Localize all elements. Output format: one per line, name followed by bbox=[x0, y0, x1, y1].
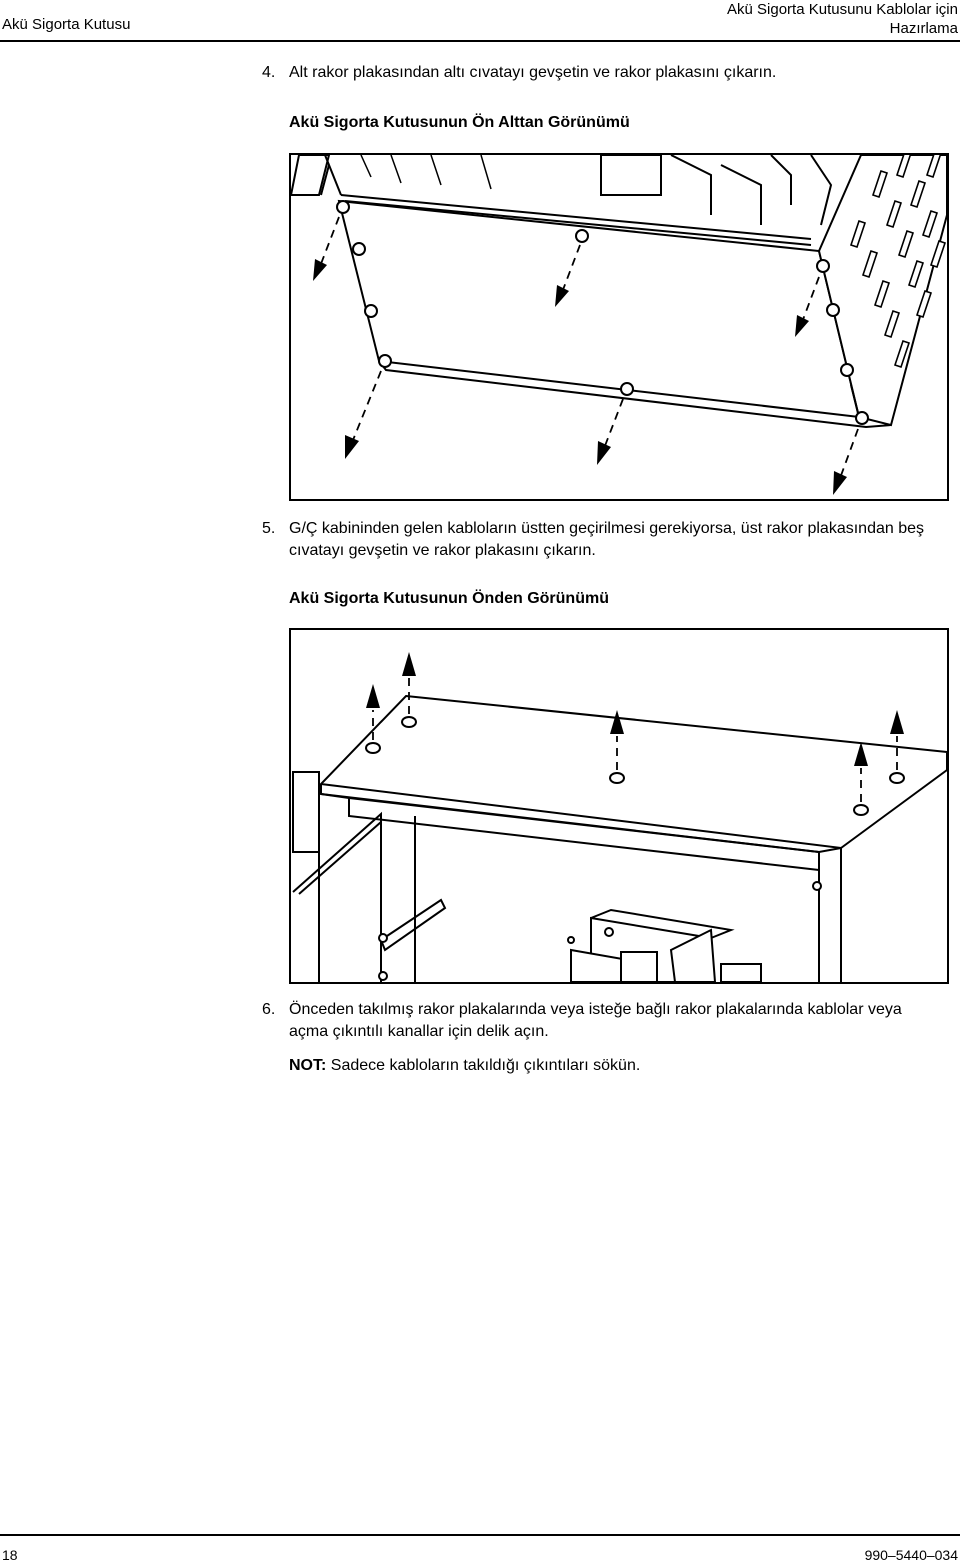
note-text: Sadece kabloların takıldığı çıkıntıları … bbox=[330, 1057, 641, 1074]
note-label: NOT: bbox=[289, 1057, 327, 1074]
figure-caption-front-view: Akü Sigorta Kutusunun Önden Görünümü bbox=[289, 590, 609, 607]
step-number: 4. bbox=[262, 64, 276, 81]
header-title-right: Akü Sigorta Kutusunu Kablolar için Hazır… bbox=[727, 0, 958, 38]
figure-front-view bbox=[289, 628, 949, 984]
figure-caption-bottom-view: Akü Sigorta Kutusunun Ön Alttan Görünümü bbox=[289, 114, 630, 131]
note: NOT: Sadece kabloların takıldığı çıkıntı… bbox=[289, 1057, 640, 1075]
step-text: Önceden takılmış rakor plakalarında veya… bbox=[289, 1001, 902, 1040]
step-text: Alt rakor plakasından altı cıvatayı gevş… bbox=[289, 64, 777, 81]
page-number: 18 bbox=[2, 1547, 18, 1563]
step-text: G/Ç kabininden gelen kabloların üstten g… bbox=[289, 520, 925, 559]
figure-bottom-view bbox=[289, 153, 949, 501]
header-title-right-line2: Hazırlama bbox=[889, 20, 958, 37]
header-title-right-line1: Akü Sigorta Kutusunu Kablolar için bbox=[727, 1, 958, 18]
step-number: 5. bbox=[262, 520, 276, 537]
header-rule bbox=[0, 40, 960, 42]
footer-rule bbox=[0, 1534, 960, 1536]
front-view-illustration bbox=[292, 652, 947, 982]
document-number: 990–5440–034 bbox=[864, 1547, 958, 1563]
header-title-left: Akü Sigorta Kutusu bbox=[2, 16, 131, 33]
bottom-view-illustration bbox=[291, 155, 947, 495]
step-number: 6. bbox=[262, 1001, 276, 1018]
